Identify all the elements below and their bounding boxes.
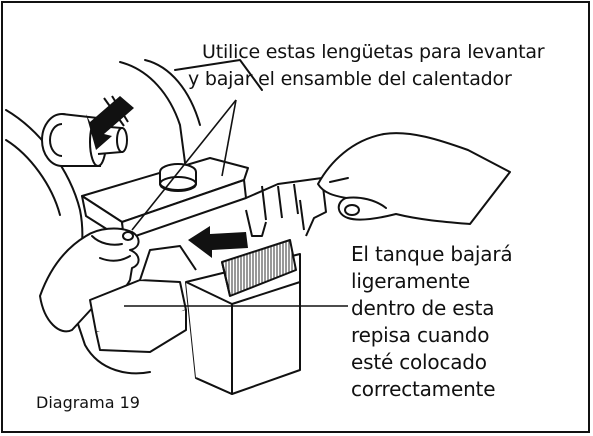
callout-side-line-4: repisa cuando [351, 323, 490, 347]
left-hand [39, 227, 140, 333]
right-hand [317, 132, 511, 225]
arrow-up-left-icon [86, 96, 134, 150]
callout-side-line-2: ligeramente [351, 269, 471, 293]
arrow-left-icon [188, 226, 248, 258]
leader-lines [124, 99, 348, 307]
ink-tank [185, 239, 301, 395]
tank-carrier [245, 177, 327, 237]
callout-top-line-2: y bajar el ensamble del calentador [188, 68, 512, 90]
callout-side-line-3: dentro de esta [351, 296, 495, 320]
callout-side-line-1: El tanque bajará [351, 242, 513, 266]
callout-top-line-1: Utilice estas lengüetas para levantar [202, 41, 545, 63]
figure-label: Diagrama 19 [36, 393, 140, 412]
callout-side-line-6: correctamente [351, 377, 496, 401]
callout-side-line-5: esté colocado [351, 350, 487, 374]
